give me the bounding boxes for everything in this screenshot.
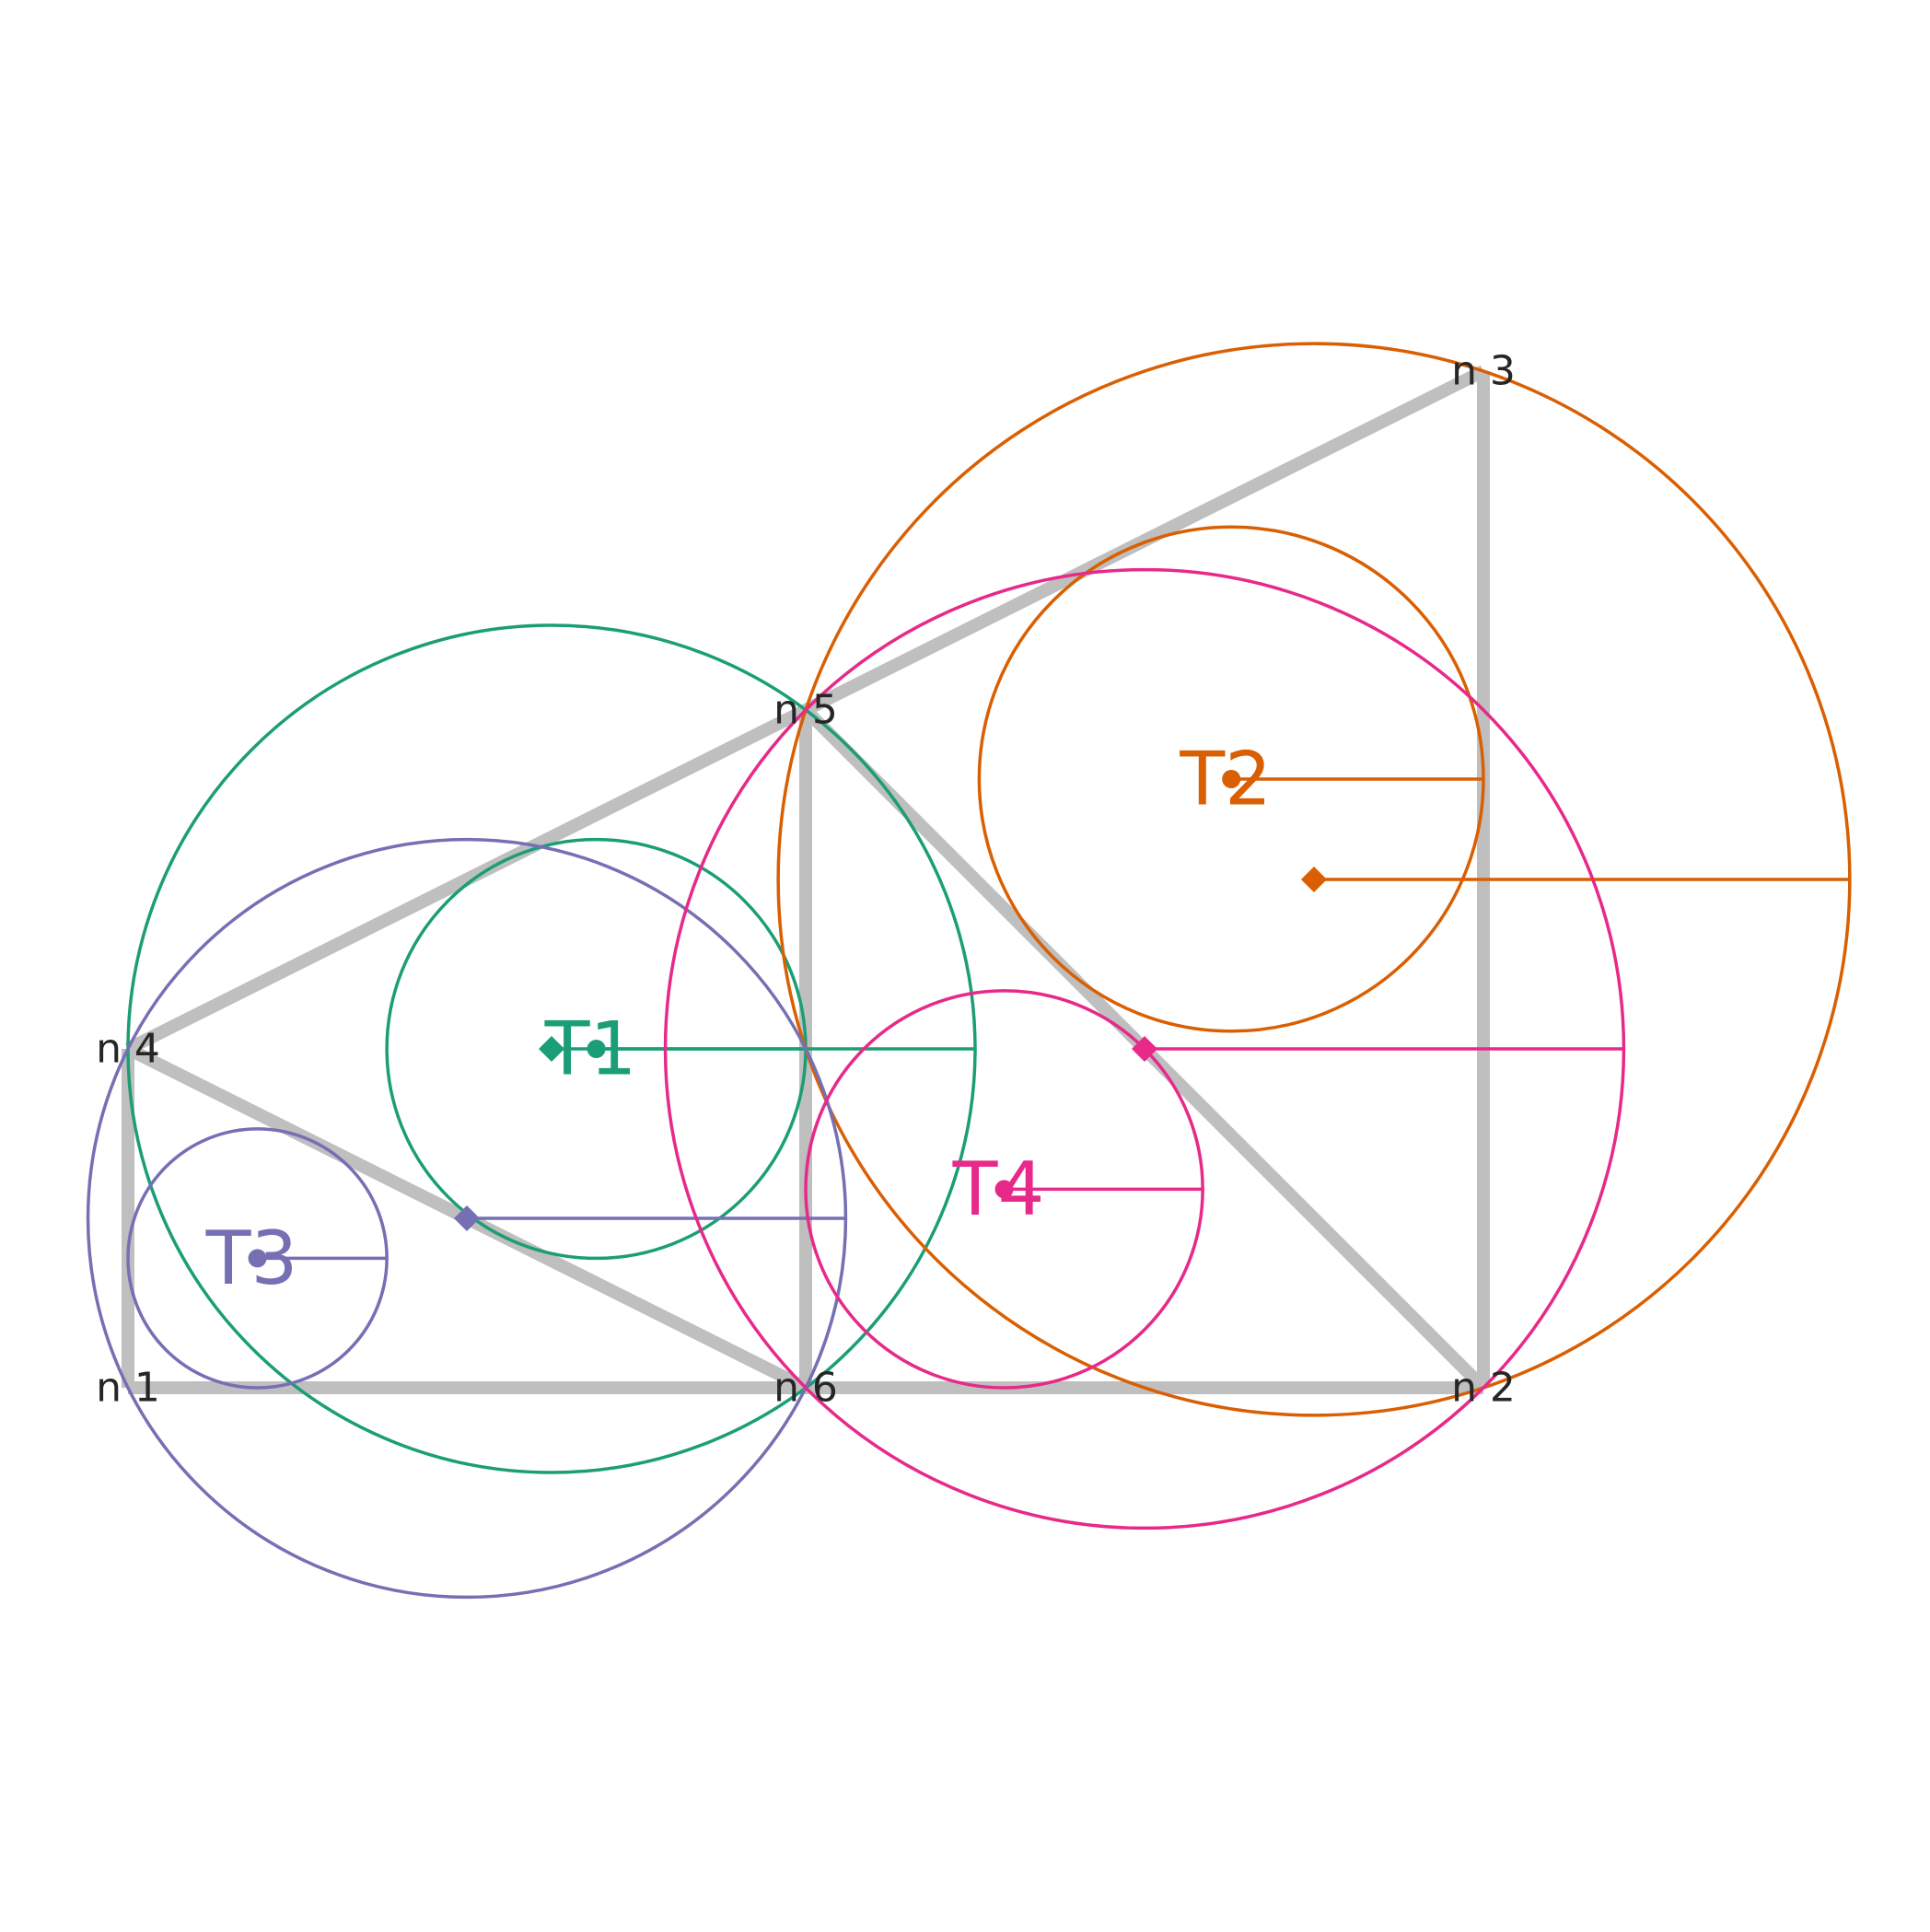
node-label-n3: n 3	[1451, 348, 1516, 395]
t3-incenter-marker	[248, 1249, 267, 1268]
node-labels: n 1 n 2 n 3 n 4 n 5 n 6	[96, 348, 1516, 1412]
t4-incircle	[804, 989, 1204, 1390]
t3-circumcenter-marker	[454, 1205, 480, 1231]
node-label-n4: n 4	[96, 1026, 160, 1073]
t2-circumcenter-marker	[1301, 867, 1327, 892]
t1-incenter-marker	[587, 1040, 606, 1058]
node-label-n6: n 6	[773, 1365, 838, 1412]
mesh-edges	[122, 365, 1490, 1394]
t1-label: T1	[544, 1007, 637, 1092]
t2-incenter-marker	[1222, 770, 1241, 789]
triangle-circles	[86, 342, 1852, 1600]
node-label-n5: n 5	[773, 687, 838, 734]
t3-incircle	[126, 1127, 389, 1390]
node-label-n2: n 2	[1451, 1365, 1516, 1412]
t1-circumcenter-marker	[539, 1036, 564, 1062]
t3-label: T3	[205, 1216, 298, 1301]
t2-label: T2	[1179, 737, 1272, 822]
t4-label: T4	[952, 1146, 1045, 1232]
edge-n3-n5	[802, 365, 1487, 716]
t4-circumcircle	[663, 567, 1626, 1530]
t4-incenter-marker	[994, 1180, 1014, 1199]
node-label-n1: n 1	[96, 1365, 160, 1412]
edge-n5-n4	[124, 704, 809, 1055]
